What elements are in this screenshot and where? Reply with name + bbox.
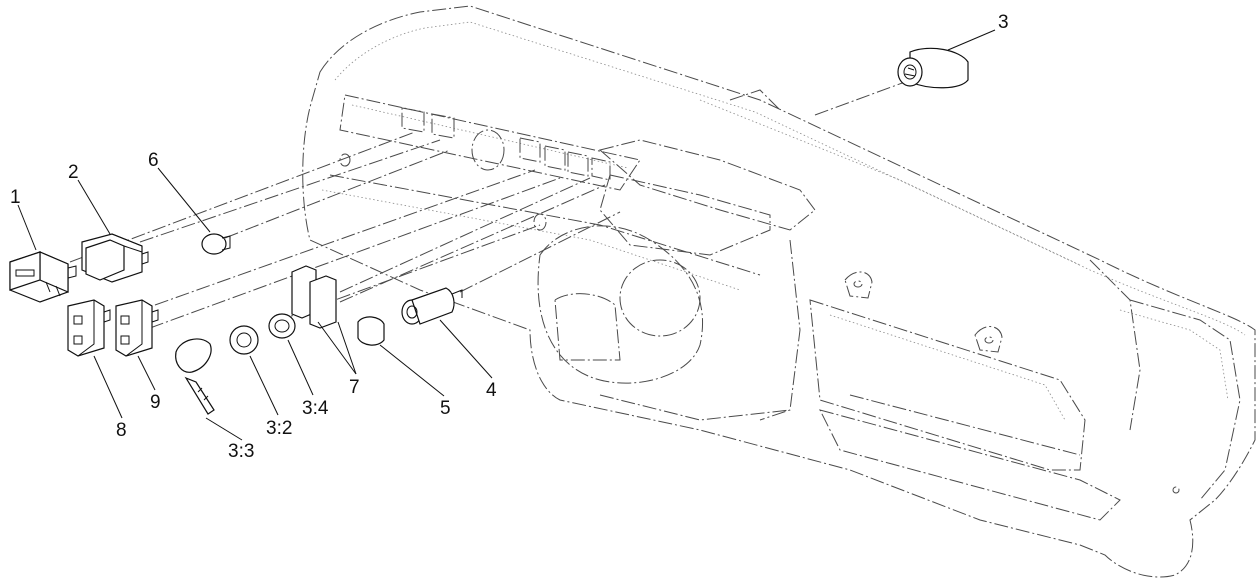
- label-3: 3: [998, 12, 1009, 33]
- label-3-4: 3:4: [302, 398, 329, 419]
- part-6-hole-plug: [201, 233, 231, 255]
- part-1-indicator-switch: [9, 251, 77, 303]
- label-3-3: 3:3: [228, 441, 254, 462]
- part-3-3-key: [175, 338, 215, 415]
- part-2-rocker-switch: [81, 233, 149, 283]
- label-3-2: 3:2: [266, 418, 292, 439]
- part-3-2-nut: [229, 325, 259, 355]
- label-7: 7: [349, 377, 360, 398]
- part-8-toggle-switch: [67, 299, 111, 357]
- part-3-ignition-switch: [897, 47, 969, 89]
- callout-labels: 1 2 6 3 8 9 3:3 3:2 3:4 7 5 4: [10, 12, 1009, 462]
- label-6: 6: [148, 150, 159, 171]
- part-7-blank-plugs: [291, 265, 337, 329]
- part-5-cap: [357, 316, 385, 346]
- part-4-power-socket: [401, 287, 463, 325]
- label-leaders: [17, 29, 996, 441]
- label-8: 8: [116, 420, 127, 441]
- part-3-4-washer: [268, 313, 296, 339]
- label-1: 1: [10, 187, 21, 208]
- label-9: 9: [150, 392, 161, 413]
- label-2: 2: [68, 162, 79, 183]
- part-9-toggle-switch: [115, 299, 159, 357]
- assembly-centerlines: [69, 81, 906, 329]
- dashboard-phantom: [302, 5, 1256, 578]
- label-4: 4: [486, 380, 497, 401]
- label-5: 5: [440, 398, 451, 419]
